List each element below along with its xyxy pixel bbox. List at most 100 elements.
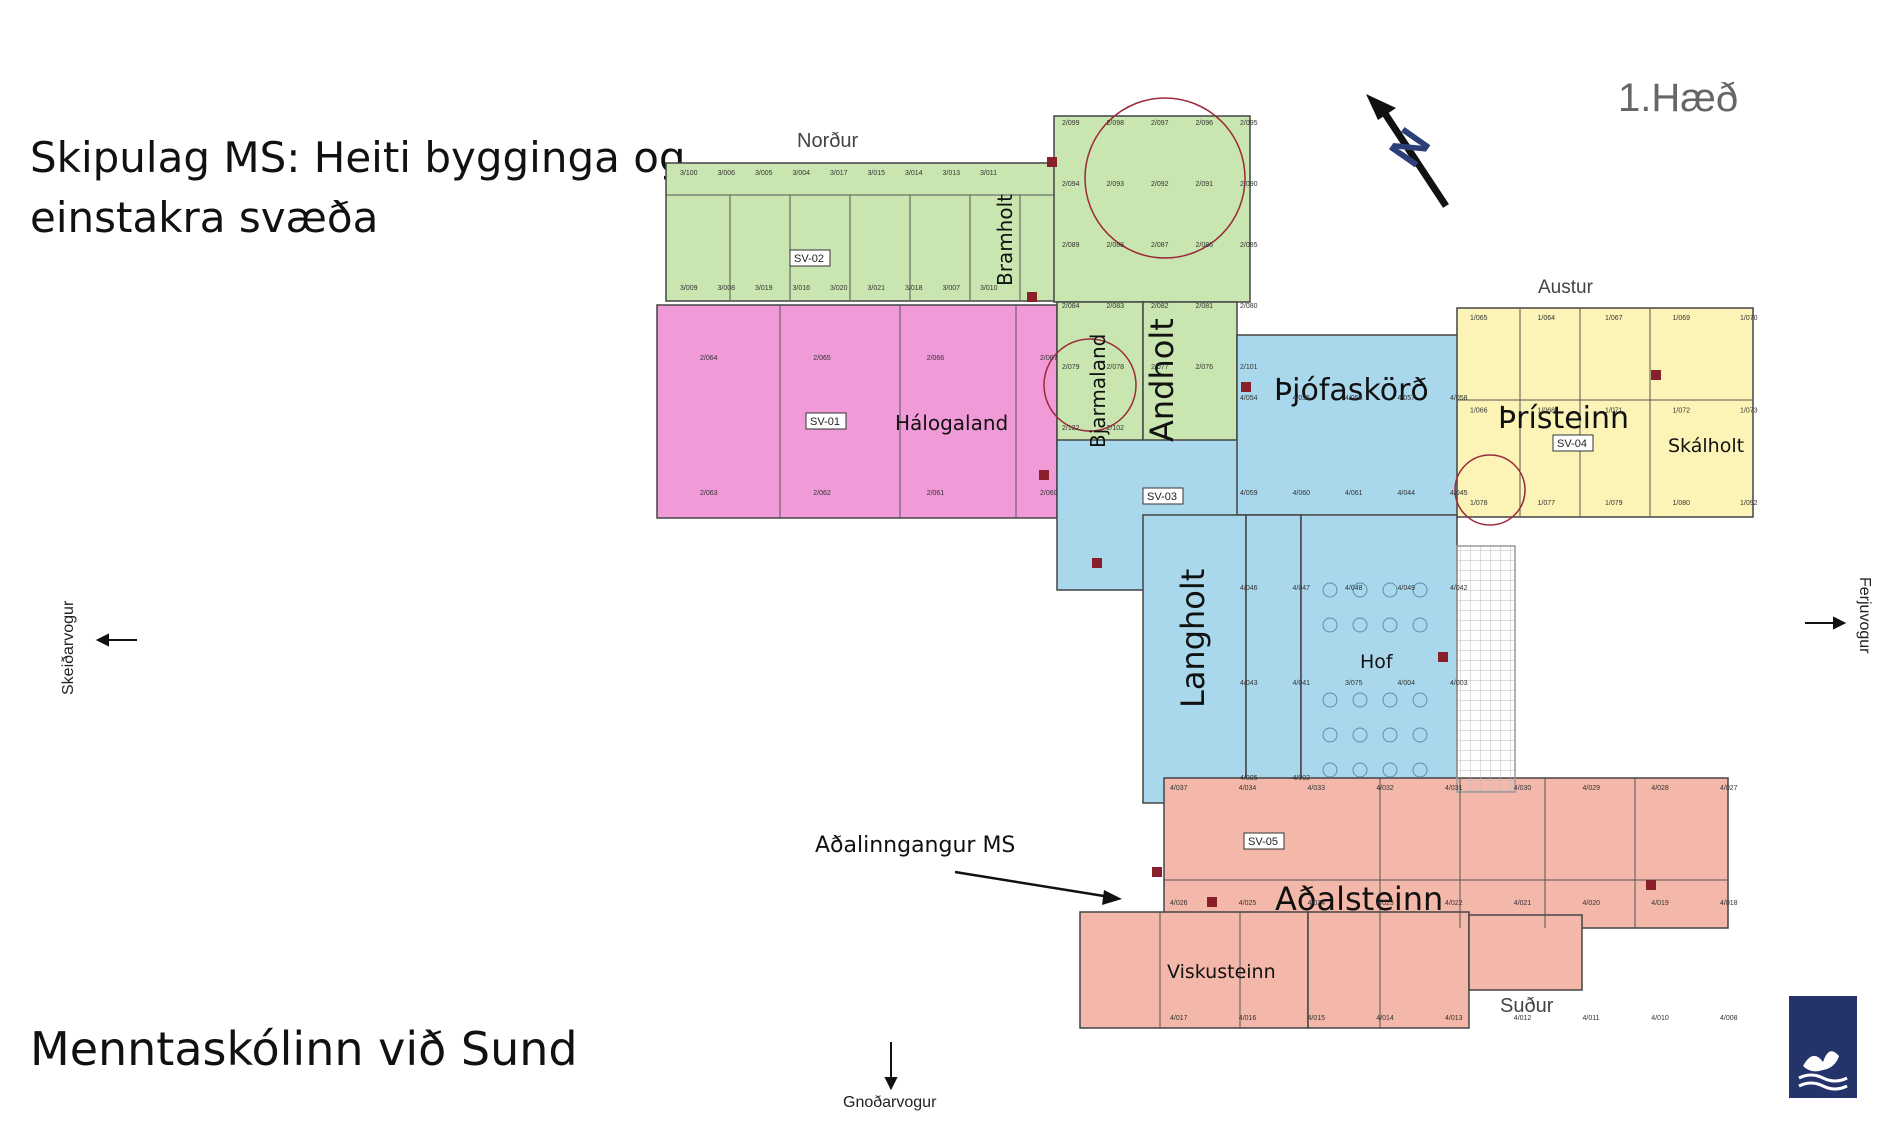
title-line-1: Skipulag MS: Heiti bygginga og [30, 133, 686, 182]
room-number: 1/068 [1538, 408, 1556, 415]
south-lower-block [1307, 911, 1470, 1029]
room-number: 2/085 [1240, 242, 1258, 249]
label-andholt: Andholt [1143, 318, 1181, 442]
room-number: 4/019 [1651, 900, 1669, 907]
room-number: 2/102 [1107, 425, 1125, 432]
direction-east: Austur [1538, 277, 1594, 298]
marker-icon [1092, 558, 1102, 568]
marker-icon [1152, 867, 1162, 877]
room-number: 4/060 [1293, 490, 1311, 497]
building-labels: Hálogaland Bramholt Bjarmaland Andholt Þ… [895, 194, 1744, 983]
marker-icon [1438, 652, 1448, 662]
room-number: 2/122 [1062, 425, 1080, 432]
room-number: 4/045 [1450, 490, 1468, 497]
room-number: 3/008 [718, 285, 736, 292]
room-number: 4/018 [1720, 900, 1738, 907]
room-number: 1/092 [1740, 500, 1758, 507]
room-number: 2/091 [1196, 181, 1214, 188]
room-number: 2/101 [1240, 364, 1258, 371]
room-number: 3/009 [680, 285, 698, 292]
map-title: Skipulag MS: Heiti bygginga og einstakra… [30, 128, 686, 248]
room-number: 1/072 [1673, 408, 1691, 415]
label-bjarmaland: Bjarmaland [1086, 334, 1110, 448]
zone-sv-02: SV-02 [794, 253, 824, 265]
room-number: 4/055 [1293, 395, 1311, 402]
room-number: 4/020 [1583, 900, 1601, 907]
highlight-circles [1043, 97, 1526, 526]
room-number: 4/029 [1583, 785, 1601, 792]
room-number: 4/059 [1240, 490, 1258, 497]
room-number: 1/073 [1740, 408, 1758, 415]
room-number: 4/023 [1376, 900, 1394, 907]
room-number: 4/047 [1293, 585, 1311, 592]
title-line-2: einstakra svæða [30, 193, 379, 242]
room-number: 2/090 [1240, 181, 1258, 188]
marker-icon [1241, 382, 1251, 392]
direction-north: Norður [797, 130, 858, 152]
room-number: 4/015 [1308, 1015, 1326, 1022]
marker-icon [1047, 157, 1057, 167]
road-south-label: Gnoðarvogur [843, 1094, 937, 1111]
room-number: 4/008 [1720, 1015, 1738, 1022]
room-number: 4/011 [1583, 1015, 1600, 1022]
terrace [1456, 545, 1516, 793]
room-number: 1/069 [1673, 315, 1691, 322]
room-number: 2/099 [1062, 120, 1080, 127]
room-number: 3/014 [905, 170, 923, 177]
viskusteinn-block [1079, 911, 1309, 1029]
room-number: 4/026 [1170, 900, 1188, 907]
marker-icon [1207, 897, 1217, 907]
room-number: 4/003 [1450, 680, 1468, 687]
north-wing [665, 162, 1067, 302]
room-number: 1/064 [1538, 315, 1556, 322]
hof-block [1300, 514, 1458, 804]
marker-icon [1039, 470, 1049, 480]
room-number: 3/007 [943, 285, 961, 292]
langholt-block [1142, 514, 1247, 804]
room-number: 3/006 [718, 170, 736, 177]
label-thristeinn: Þrísteinn [1498, 401, 1629, 436]
room-number: 1/079 [1605, 500, 1623, 507]
room-number: 3/016 [793, 285, 811, 292]
label-skalholt: Skálholt [1668, 435, 1744, 457]
room-number: 4/056 [1345, 395, 1363, 402]
room-number: 4/013 [1445, 1015, 1463, 1022]
room-number: 3/015 [868, 170, 886, 177]
room-number: 2/061 [927, 490, 945, 497]
room-number: 2/095 [1240, 120, 1258, 127]
room-number: 4/033 [1308, 785, 1326, 792]
room-number: 2/076 [1196, 364, 1214, 371]
thjofaskord-block [1236, 334, 1463, 516]
room-number: 4/025 [1239, 900, 1257, 907]
room-number: 3/020 [830, 285, 848, 292]
room-number: 3/005 [755, 170, 773, 177]
room-number: 4/004 [1398, 680, 1416, 687]
room-number: 1/078 [1470, 500, 1488, 507]
marker-icon [1027, 292, 1037, 302]
room-number: 2/098 [1107, 120, 1125, 127]
school-logo [1789, 996, 1857, 1098]
room-number: 2/079 [1062, 364, 1080, 371]
room-number: 4/032 [1376, 785, 1394, 792]
direction-south: Suður [1500, 995, 1554, 1017]
room-number: 3/013 [943, 170, 961, 177]
room-number: 4/017 [1170, 1015, 1188, 1022]
label-hof: Hof [1360, 651, 1394, 673]
room-number: 4/016 [1239, 1015, 1257, 1022]
room-number: 3/075 [1345, 680, 1363, 687]
label-halogaland: Hálogaland [895, 411, 1008, 435]
room-number: 2/086 [1196, 242, 1214, 249]
label-langholt: Langholt [1174, 569, 1212, 708]
room-number: 3/004 [793, 170, 811, 177]
room-number: 2/089 [1062, 242, 1080, 249]
room-number: 2/067 [1040, 355, 1058, 362]
interior-walls [666, 194, 1753, 1028]
room-number: 4/021 [1514, 900, 1532, 907]
room-number: 4/028 [1651, 785, 1669, 792]
marker-icon [1646, 880, 1656, 890]
room-number: 2/087 [1151, 242, 1169, 249]
compass-letter: N [1379, 119, 1441, 176]
zone-sv-05: SV-05 [1248, 836, 1278, 848]
